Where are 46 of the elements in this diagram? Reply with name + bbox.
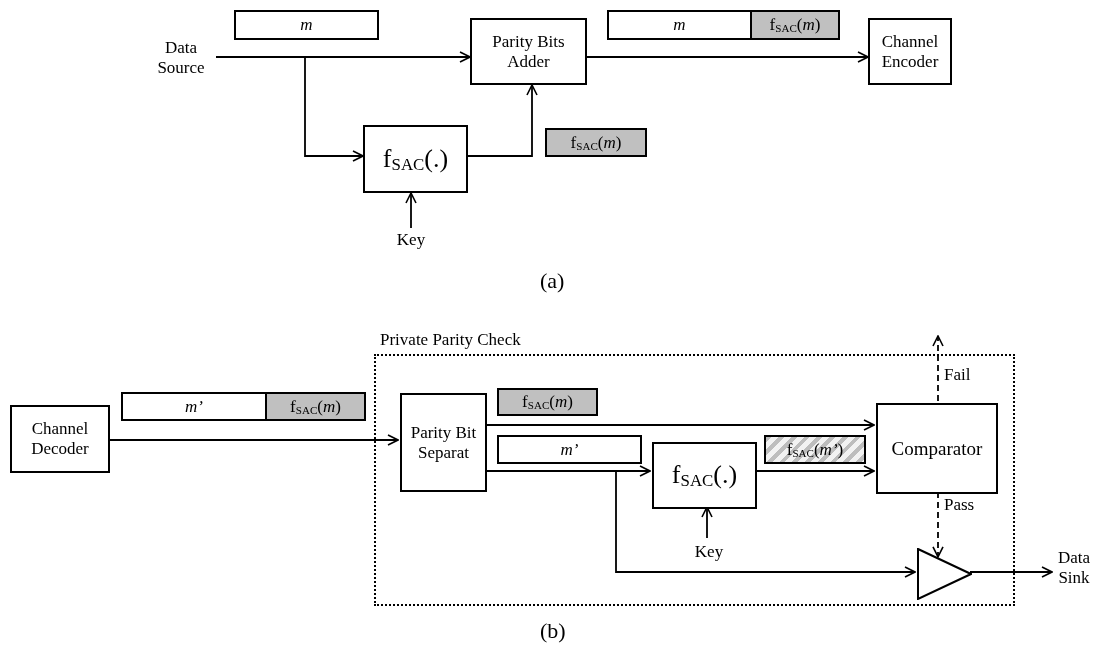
signal-label: Data Source — [156, 38, 206, 78]
process-box — [876, 403, 998, 494]
signal-label: Key — [396, 230, 426, 250]
signal-label: Key — [694, 542, 724, 562]
signal-label: Data Sink — [1056, 548, 1092, 588]
data-field — [497, 435, 642, 464]
subfigure-caption: (b) — [540, 618, 566, 644]
box-label: Parity Bit Separat — [409, 422, 478, 463]
box-label: f$_{SAC}$(m’) — [786, 439, 844, 460]
subfigure-caption: (a) — [540, 268, 565, 294]
box-label: f$_{SAC}$(m) — [522, 392, 573, 412]
arrow — [215, 56, 364, 162]
box-label: m — [673, 15, 686, 35]
arrow — [586, 51, 869, 63]
data-field — [607, 10, 752, 40]
data-field — [121, 392, 267, 421]
box-label: Channel Decoder — [30, 419, 90, 459]
box-label: f$_{SAC}$(m) — [570, 132, 622, 153]
data-field — [750, 10, 840, 40]
box-label: f$_{SAC}$(.) — [671, 460, 738, 491]
arrow — [109, 434, 399, 446]
process-box — [363, 125, 468, 193]
box-label: Channel Encoder — [880, 31, 940, 72]
box-label: m — [300, 15, 313, 35]
process-box — [868, 18, 952, 85]
arrow — [467, 84, 538, 157]
group-heading: Private Parity Check — [380, 330, 521, 350]
process-box — [10, 405, 110, 473]
box-label: m’ — [560, 439, 579, 460]
process-box — [470, 18, 587, 85]
box-label: f$_{SAC}$(m) — [290, 396, 341, 417]
arrow — [969, 566, 1053, 578]
data-field — [764, 435, 866, 464]
box-label: m’ — [185, 396, 203, 417]
box-label: Comparator — [891, 437, 983, 460]
dashed-arrow — [932, 335, 944, 402]
box-label: f$_{SAC}$(m) — [769, 15, 821, 35]
box-label: f$_{SAC}$(.) — [382, 143, 449, 175]
data-field — [545, 128, 647, 157]
process-box — [400, 393, 487, 492]
data-field — [265, 392, 366, 421]
data-field — [497, 388, 598, 416]
process-box — [652, 442, 757, 509]
data-field — [234, 10, 379, 40]
arrow — [405, 192, 417, 229]
box-label: Parity Bits Adder — [491, 31, 566, 72]
